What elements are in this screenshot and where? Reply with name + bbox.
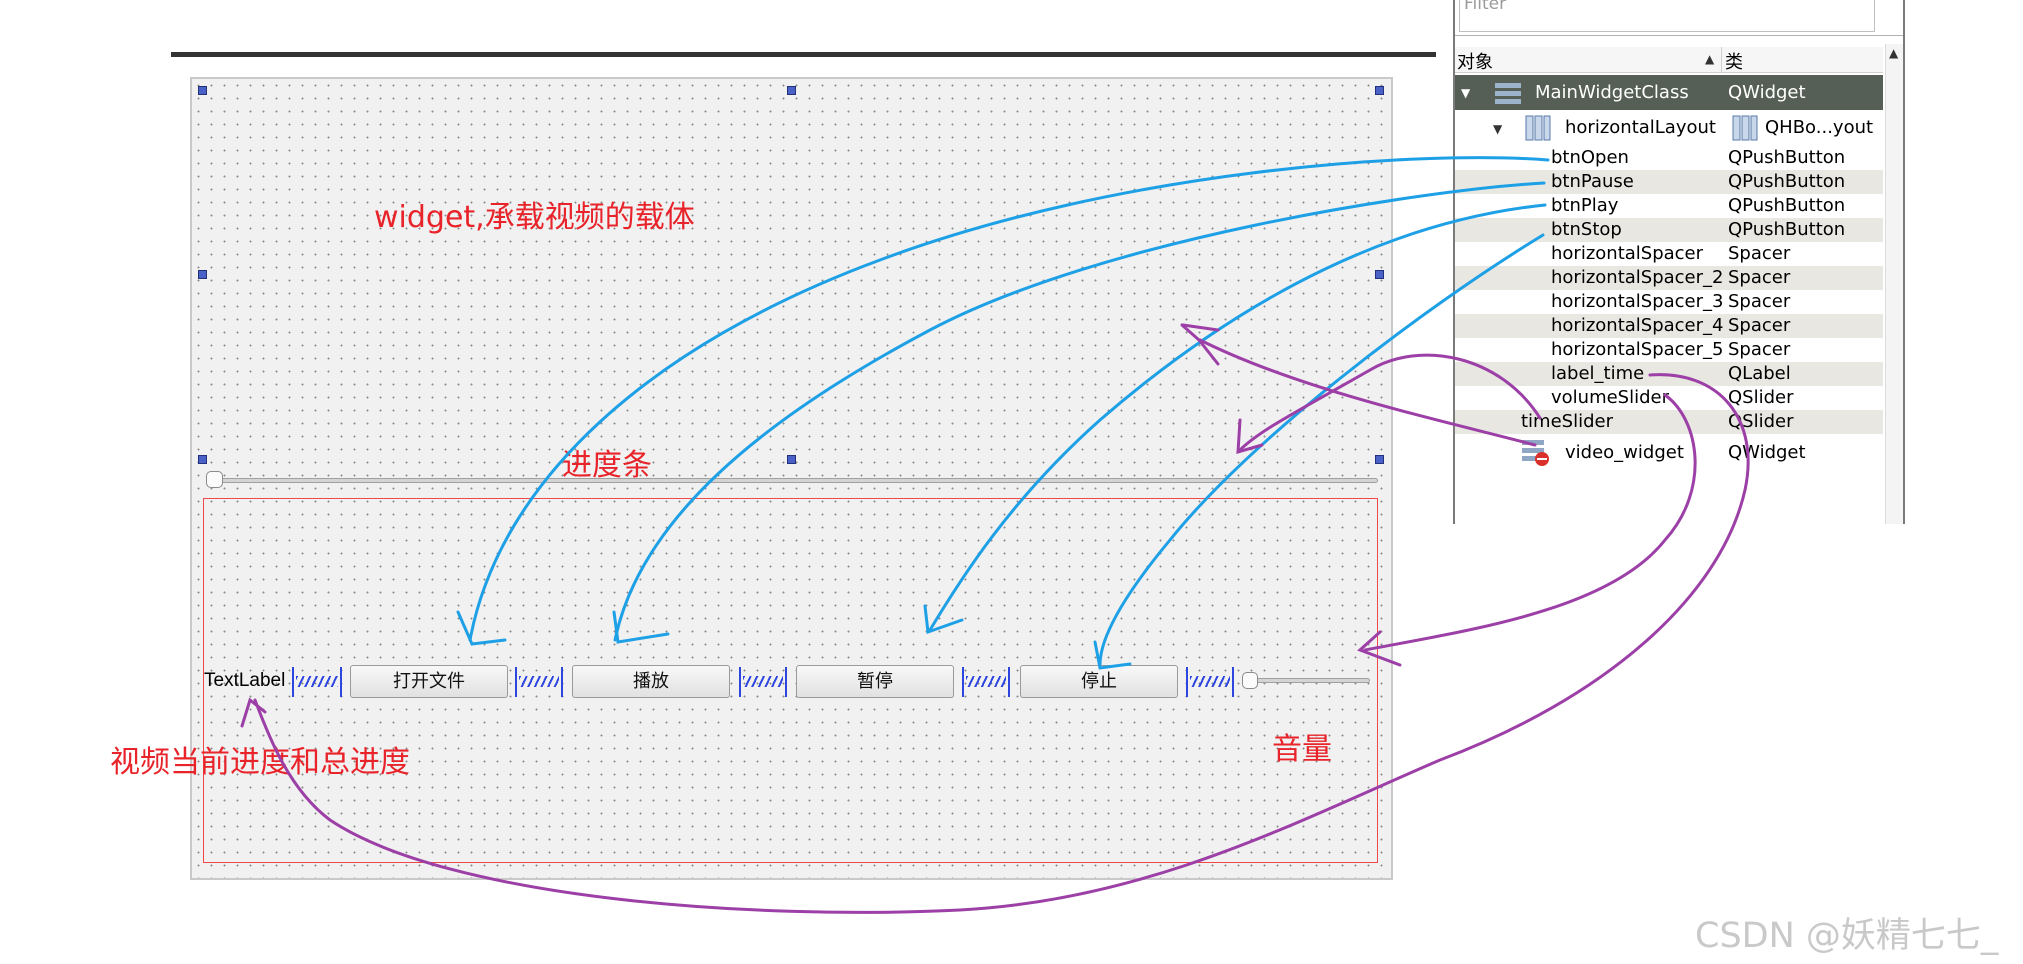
horizontal-spacer [739, 667, 787, 697]
resize-handle[interactable] [787, 86, 796, 95]
filter-bar: Filter [1455, 0, 1903, 36]
horizontal-spacer [292, 667, 342, 697]
resize-handle[interactable] [198, 270, 207, 279]
column-class[interactable]: 类 [1725, 52, 1743, 73]
tree-row-timeslider[interactable]: timeSlider QSlider [1455, 410, 1883, 434]
resize-handle[interactable] [198, 86, 207, 95]
row-class: QPushButton [1728, 171, 1846, 192]
horizontal-spacer [962, 667, 1010, 697]
tree-row-horizontallayout[interactable]: ▼ horizontalLayout QHBo...yout [1455, 111, 1883, 145]
volume-slider-track[interactable] [1250, 678, 1370, 683]
row-class: Spacer [1728, 243, 1791, 264]
row-class: QPushButton [1728, 147, 1846, 168]
column-object[interactable]: 对象 [1457, 52, 1493, 73]
csdn-watermark: CSDN @妖精七七_ [1695, 916, 1999, 956]
row-class: QLabel [1728, 363, 1791, 384]
tree-row-btnplay[interactable]: btnPlay QPushButton [1455, 194, 1883, 218]
row-class: QPushButton [1728, 219, 1846, 240]
pause-button[interactable]: 暂停 [796, 665, 954, 698]
time-slider-handle[interactable] [206, 471, 223, 488]
row-class: QHBo...yout [1765, 117, 1874, 138]
row-name: horizontalSpacer_5 [1551, 339, 1724, 360]
row-name: label_time [1551, 363, 1645, 384]
sort-up-icon: ▲ [1705, 52, 1715, 66]
tree-row-btnstop[interactable]: btnStop QPushButton [1455, 218, 1883, 242]
row-class: QPushButton [1728, 195, 1846, 216]
volume-annotation: 音量 [1272, 732, 1332, 767]
inspector-header: 对象 ▲ 类 [1455, 47, 1883, 73]
row-name: btnOpen [1551, 147, 1629, 168]
row-name: horizontalSpacer_4 [1551, 315, 1724, 336]
row-name: horizontalSpacer_2 [1551, 267, 1724, 288]
play-button[interactable]: 播放 [572, 665, 730, 698]
object-inspector: Filter 对象 ▲ 类 ▲ ▼ MainWidgetClass QWidge… [1453, 0, 1905, 524]
resize-handle[interactable] [1375, 455, 1384, 464]
hbox-layout-icon [1525, 115, 1551, 146]
tree-row-btnopen[interactable]: btnOpen QPushButton [1455, 146, 1883, 170]
volume-slider-handle[interactable] [1242, 672, 1258, 689]
separator-line [171, 52, 1436, 57]
row-name: btnPause [1551, 171, 1634, 192]
row-class: Spacer [1728, 315, 1791, 336]
row-class: Spacer [1728, 291, 1791, 312]
widget-warning-icon [1521, 438, 1551, 473]
scroll-up-icon[interactable]: ▲ [1889, 46, 1899, 60]
tree-row-horizontalspacer-4[interactable]: horizontalSpacer_4 Spacer [1455, 314, 1883, 338]
row-class: QSlider [1728, 387, 1794, 408]
stop-button[interactable]: 停止 [1020, 665, 1178, 698]
video-widget-annotation: widget,承载视频的载体 [374, 200, 695, 235]
inspector-scrollbar[interactable]: ▲ [1885, 44, 1903, 524]
row-name: horizontalSpacer_3 [1551, 291, 1724, 312]
widget-icon [1495, 81, 1521, 110]
row-class: Spacer [1728, 339, 1791, 360]
resize-handle[interactable] [1375, 270, 1384, 279]
row-name: horizontalSpacer [1551, 243, 1704, 264]
resize-handle[interactable] [198, 455, 207, 464]
row-name: horizontalLayout [1565, 117, 1716, 138]
horizontal-spacer [1186, 667, 1234, 697]
row-class: QWidget [1728, 442, 1806, 463]
tree-row-horizontalspacer[interactable]: horizontalSpacer Spacer [1455, 242, 1883, 266]
row-name: MainWidgetClass [1535, 82, 1689, 103]
tree-row-label-time[interactable]: label_time QLabel [1455, 362, 1883, 386]
row-name: volumeSlider [1551, 387, 1670, 408]
tree-row-mainwidgetclass[interactable]: ▼ MainWidgetClass QWidget [1455, 75, 1883, 110]
horizontal-spacer [515, 667, 563, 697]
tree-row-volumeslider[interactable]: volumeSlider QSlider [1455, 386, 1883, 410]
expand-arrow-icon[interactable]: ▼ [1461, 86, 1471, 100]
row-class: QWidget [1728, 82, 1806, 103]
row-class: Spacer [1728, 267, 1791, 288]
tree-row-horizontalspacer-2[interactable]: horizontalSpacer_2 Spacer [1455, 266, 1883, 290]
filter-input[interactable]: Filter [1459, 0, 1875, 32]
row-name: btnStop [1551, 219, 1622, 240]
row-class: QSlider [1728, 411, 1794, 432]
tree-row-video-widget[interactable]: video_widget QWidget [1455, 436, 1883, 470]
expand-arrow-icon[interactable]: ▼ [1493, 122, 1503, 136]
row-name: timeSlider [1521, 411, 1613, 432]
tree-row-horizontalspacer-5[interactable]: horizontalSpacer_5 Spacer [1455, 338, 1883, 362]
resize-handle[interactable] [787, 455, 796, 464]
tree-row-btnpause[interactable]: btnPause QPushButton [1455, 170, 1883, 194]
time-label: TextLabel [204, 670, 286, 691]
open-file-button[interactable]: 打开文件 [350, 665, 508, 698]
time-annotation: 视频当前进度和总进度 [110, 745, 410, 780]
row-name: video_widget [1565, 442, 1684, 463]
time-slider-track[interactable] [214, 478, 1378, 483]
resize-handle[interactable] [1375, 86, 1384, 95]
row-name: btnPlay [1551, 195, 1619, 216]
hbox-layout-icon [1732, 115, 1758, 146]
tree-row-horizontalspacer-3[interactable]: horizontalSpacer_3 Spacer [1455, 290, 1883, 314]
